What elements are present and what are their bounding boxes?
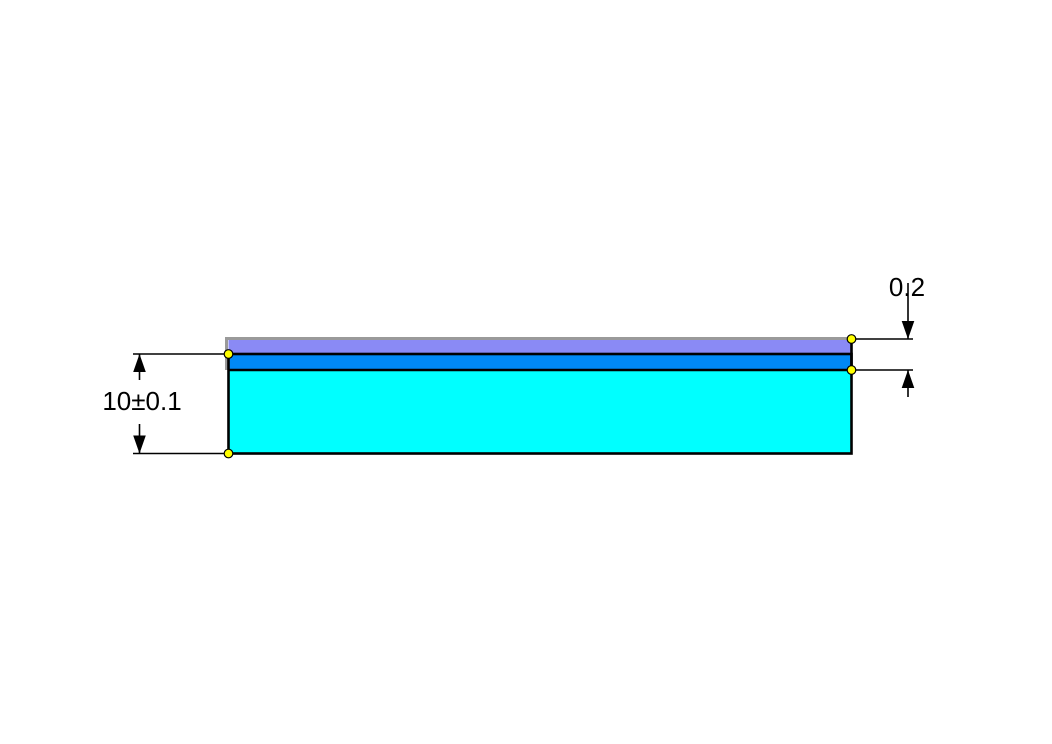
arrow-down-icon (901, 321, 915, 339)
coating-layer-face[interactable] (228, 339, 852, 354)
dimension-substrate-thickness: 10±0.1 (102, 353, 229, 455)
substrate-thickness-label: 10±0.1 (102, 386, 181, 416)
vertex-dot[interactable] (223, 349, 234, 359)
arrow-up-icon (901, 370, 915, 388)
coating-thickness-label: 0.2 (889, 272, 925, 302)
coating-overlap-face[interactable] (228, 354, 852, 370)
coating-edge-highlight (225, 337, 853, 370)
arrow-down-icon (133, 435, 146, 454)
vertex-dot[interactable] (846, 365, 857, 375)
substrate-outline (227, 352, 853, 455)
dimension-coating-thickness: 0.2 (851, 272, 925, 397)
arrow-up-icon (133, 354, 146, 372)
vertex-dot[interactable] (223, 448, 234, 459)
vertex-dot[interactable] (846, 334, 857, 344)
